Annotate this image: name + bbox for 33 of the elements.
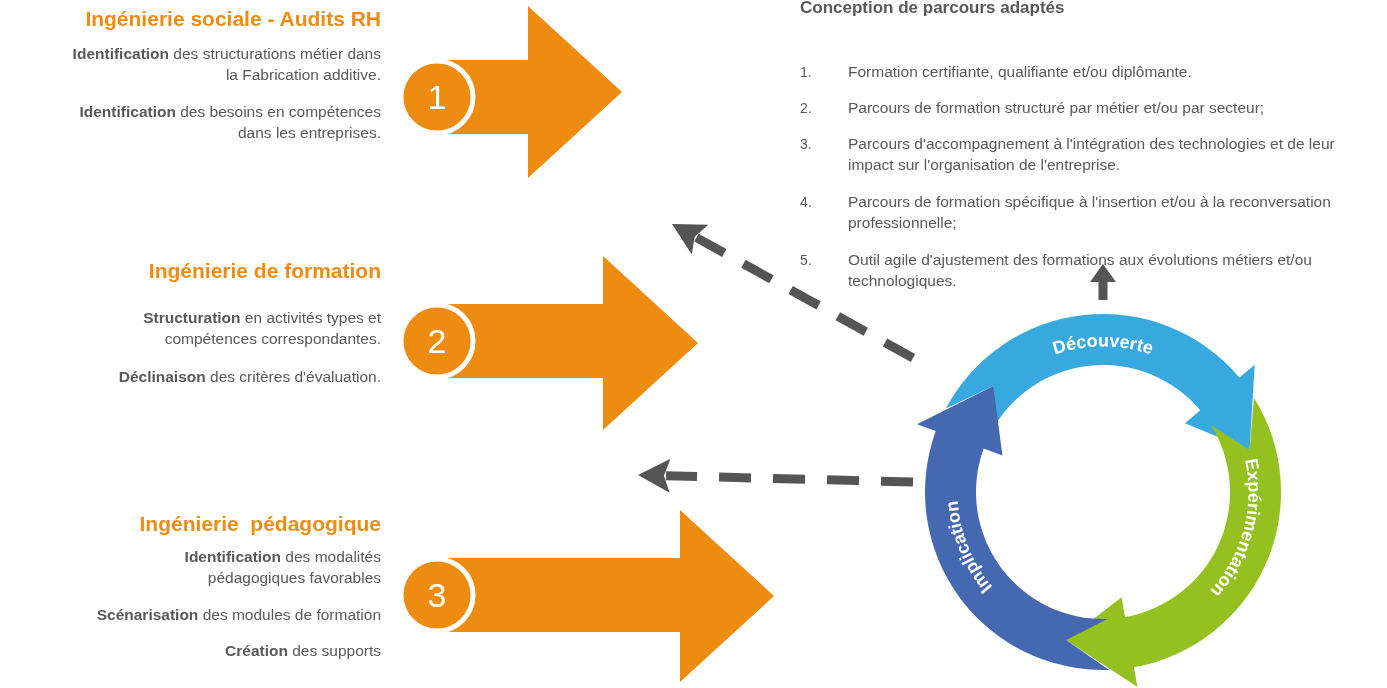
dashed-arrow [637, 458, 914, 493]
step-number: 1 [426, 77, 448, 118]
list-number: 5. [800, 252, 812, 268]
section-heading: Ingénierie de formation [147, 259, 381, 283]
step-number: 3 [426, 575, 448, 616]
list-item: Outil agile d'ajustement des formations aux évolutions métiers et/ou technologiques. [848, 250, 1313, 291]
description-text: Identification des modalités pédagogiques favorables [183, 547, 381, 588]
list-item: Parcours de formation structuré par métier et/ou par secteur; [848, 98, 1266, 118]
stage-label: Découverte [1050, 330, 1156, 359]
cycle-stage-segment [945, 314, 1255, 450]
arrow [1090, 264, 1116, 300]
list-item: Parcours de formation spécifique à l'insertion et/ou à la reconversation professionnelle; [848, 192, 1332, 233]
description-text: Création des supports [224, 641, 381, 661]
description-text: Scénarisation des modules de formation [95, 605, 381, 625]
cycle-stage-segment [916, 386, 1110, 670]
step-arrow [400, 510, 774, 682]
list-number: 3. [800, 136, 812, 152]
list-heading: Conception de parcours adaptés [800, 0, 1065, 18]
description-text: Déclinaison des critères d'évaluation. [117, 367, 381, 387]
list-item: Formation certifiante, qualifiante et/ou diplômante. [848, 62, 1193, 82]
list-number: 4. [800, 194, 812, 210]
list-number: 2. [800, 100, 812, 116]
cycle-stage-segment [1066, 397, 1281, 687]
section-heading: Ingénierie sociale - Audits RH [84, 7, 381, 31]
description-text: Structuration en activités types et compétences correspondantes. [142, 308, 381, 349]
step-number: 2 [426, 321, 448, 362]
section-heading: Ingénierie pédagogique [138, 512, 381, 536]
list-number: 1. [800, 64, 812, 80]
step-arrow [400, 6, 622, 178]
list-item: Parcours d'accompagnement à l'intégration des technologies et de leur impact sur l'organisation de l'entreprise. [848, 134, 1336, 175]
step-arrow [400, 256, 698, 430]
description-text: Identification des structurations métier dans la Fabrication additive. [71, 44, 381, 85]
description-text: Identification des besoins en compétences dans les entreprises. [78, 102, 381, 143]
